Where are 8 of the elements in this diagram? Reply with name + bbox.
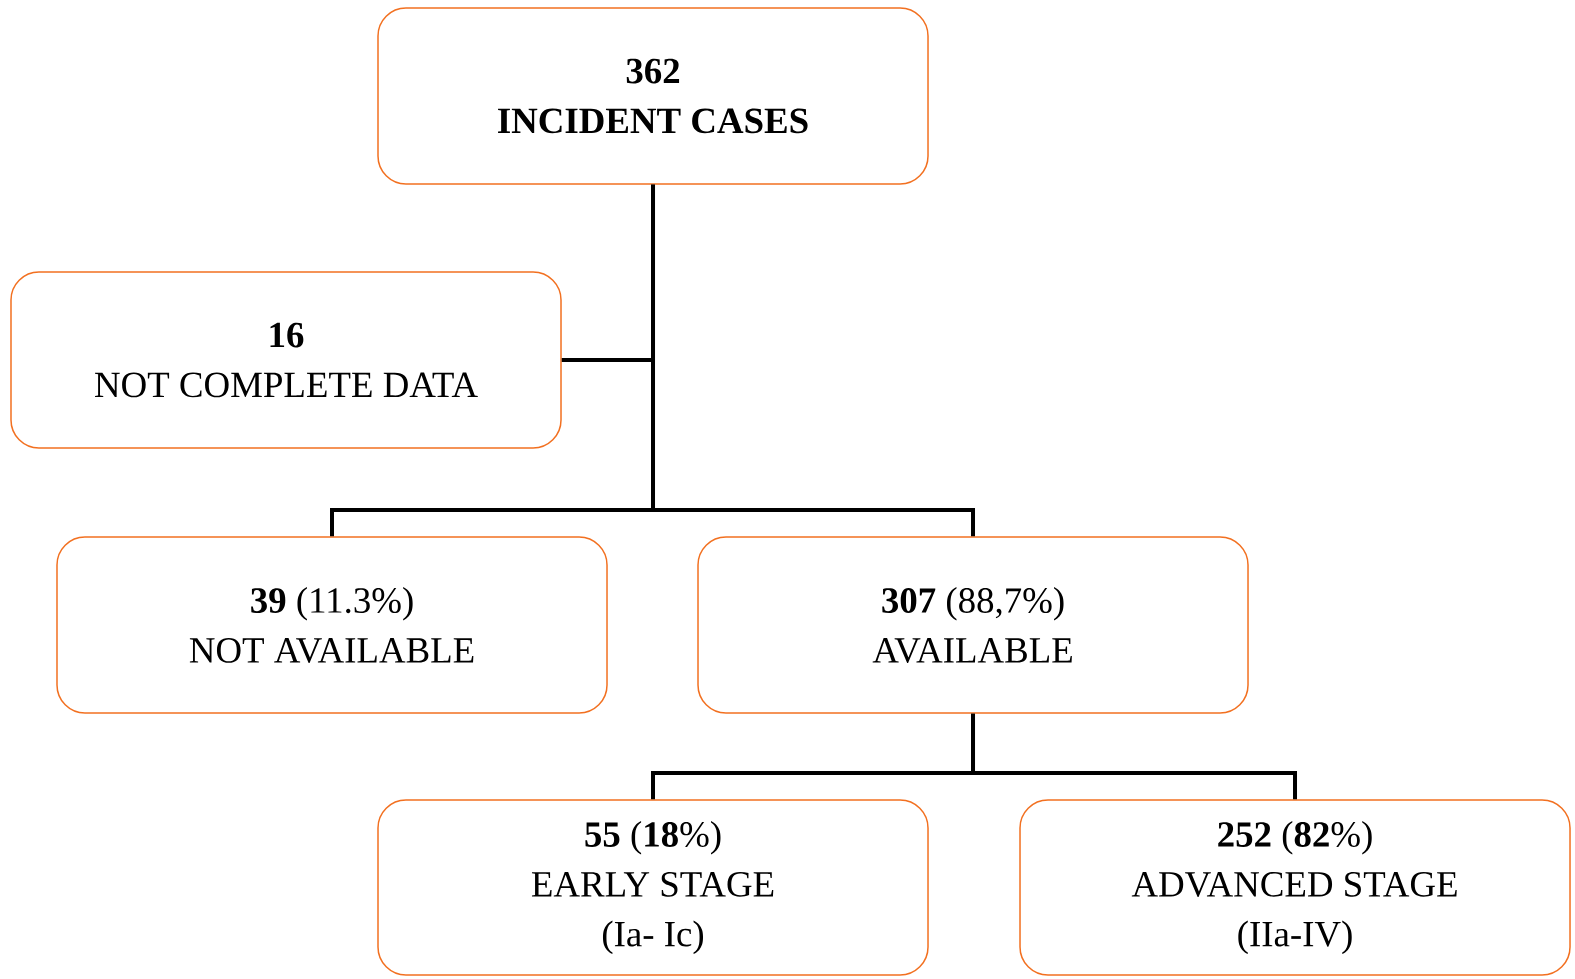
text-box: 39 (11.3%) NOT AVAILABLE — [56, 536, 608, 714]
text-box: 55 (18%) EARLY STAGE (Ia- Ic) — [377, 799, 929, 976]
text-box: 307 (88,7%) AVAILABLE — [697, 536, 1249, 714]
connector-line — [971, 713, 1297, 800]
text-box: 252 (82%) ADVANCED STAGE (IIa-IV) — [1019, 799, 1571, 976]
connector-line — [651, 184, 975, 537]
text-box: 362 INCIDENT CASES — [377, 7, 929, 185]
text-box: 16 NOT COMPLETE DATA — [10, 271, 562, 449]
